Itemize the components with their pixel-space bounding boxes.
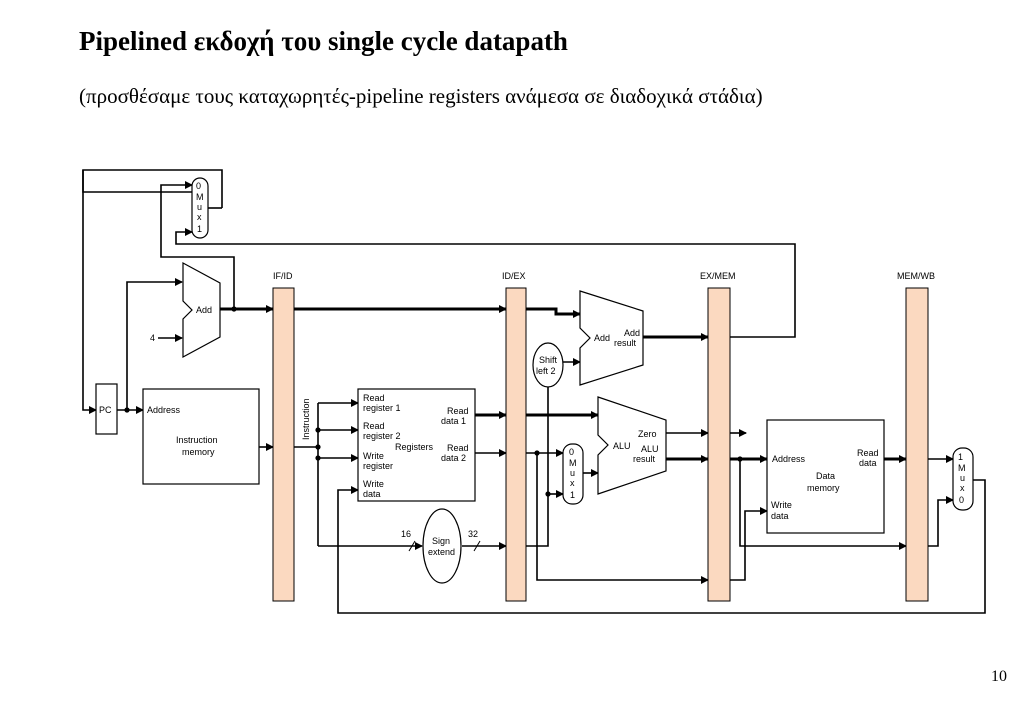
dmem-label-2: memory: [807, 483, 840, 493]
pipe-reg-label-mem-wb: MEM/WB: [897, 271, 935, 281]
program-counter: PC: [95, 383, 118, 435]
shift-left-2: Shift left 2: [532, 342, 564, 388]
alu-mux-u: u: [570, 468, 575, 478]
pipe-reg-label-ex-mem: EX/MEM: [700, 271, 736, 281]
alu-mux-x: x: [570, 478, 575, 488]
reg-read-register1-label2: register 1: [363, 403, 401, 413]
alu-result-label2: result: [633, 454, 656, 464]
reg-read-data1-label2: data 1: [441, 416, 466, 426]
if-adder: Add: [182, 261, 221, 359]
register-file: Read register 1 Read register 2 Write re…: [357, 388, 476, 502]
reg-read-data2-label: Read: [447, 443, 469, 453]
data-memory: Address Data memory Read data Write data: [766, 419, 885, 534]
pc-mux-in0: 0: [196, 181, 201, 191]
wb-mux: 1 M u x 0: [952, 447, 974, 511]
ex-adder-label: Add: [594, 333, 610, 343]
pipe-reg-label-id-ex: ID/EX: [502, 271, 526, 281]
reg-write-register-label: Write: [363, 451, 384, 461]
dmem-write-data-label: Write: [771, 500, 792, 510]
ex-adder-result-label: Add: [624, 328, 640, 338]
imem-address-label: Address: [147, 405, 181, 415]
sign-extend: Sign extend 16 32: [401, 508, 481, 584]
sign-extend-bits-out: 32: [468, 529, 478, 539]
dmem-write-data-label2: data: [771, 511, 789, 521]
pipeline-register-if-id: IF/ID: [272, 271, 295, 602]
pipe-reg-bar-id-ex: [505, 287, 527, 602]
pipe-reg-label-if-id: IF/ID: [273, 271, 293, 281]
alu-mux-m: M: [569, 458, 577, 468]
pc-mux-u: u: [197, 202, 202, 212]
pc-mux: 0 M u x 1: [191, 177, 209, 239]
sign-extend-label: Sign: [432, 536, 450, 546]
dmem-read-data-label2: data: [859, 458, 877, 468]
pc-mux-in1: 1: [197, 224, 202, 234]
wires: [82, 169, 986, 614]
imem-label-2: memory: [182, 447, 215, 457]
alu-mux-in0: 0: [569, 447, 574, 457]
pc-label: PC: [99, 405, 112, 415]
pipe-reg-bar-ex-mem: [707, 287, 731, 602]
sign-extend-label2: extend: [428, 547, 455, 557]
pipe-reg-bar-if-id: [272, 287, 295, 602]
alu-label: ALU: [613, 441, 631, 451]
reg-write-data-label2: data: [363, 489, 381, 499]
reg-read-data1-label: Read: [447, 406, 469, 416]
wb-mux-in0: 0: [959, 495, 964, 505]
pc-mux-x: x: [197, 212, 202, 222]
instruction-bus-label: Instruction: [301, 398, 311, 440]
alu-zero-label: Zero: [638, 429, 657, 439]
wire-junctions: [124, 306, 743, 497]
wb-mux-u: u: [960, 473, 965, 483]
imem-label-1: Instruction: [176, 435, 218, 445]
reg-read-register2-label: Read: [363, 421, 385, 431]
ex-adder: Add Add result: [579, 290, 644, 386]
alu-mux-in1: 1: [570, 490, 575, 500]
pipeline-register-ex-mem: EX/MEM: [700, 271, 736, 602]
shift-left-label2: left 2: [536, 366, 556, 376]
dmem-address-label: Address: [772, 454, 806, 464]
page-subtitle: (προσθέσαμε τους καταχωρητές-pipeline re…: [79, 84, 763, 108]
registers-label: Registers: [395, 442, 434, 452]
if-adder-label: Add: [196, 305, 212, 315]
wb-mux-m: M: [958, 463, 966, 473]
instruction-memory: Address Instruction memory: [142, 388, 260, 485]
pc-mux-m: M: [196, 192, 204, 202]
pc-input-wire: [82, 170, 97, 414]
reg-read-register1-label: Read: [363, 393, 385, 403]
constant-four: 4: [150, 333, 155, 343]
page-number: 10: [991, 668, 1007, 685]
wb-mux-x: x: [960, 483, 965, 493]
reg-read-data2-label2: data 2: [441, 453, 466, 463]
reg-read-register2-label2: register 2: [363, 431, 401, 441]
pipeline-register-mem-wb: MEM/WB: [897, 271, 935, 602]
alu-result-label: ALU: [641, 444, 659, 454]
wb-mux-in1: 1: [958, 452, 963, 462]
page-title: Pipelined εκδοχή του single cycle datapa…: [79, 26, 568, 56]
sign-extend-bits-in: 16: [401, 529, 411, 539]
pipeline-register-id-ex: ID/EX: [502, 271, 527, 602]
reg-write-data-label: Write: [363, 479, 384, 489]
alu: ALU Zero ALU result: [597, 396, 667, 495]
alu-mux: 0 M u x 1: [562, 443, 584, 505]
dmem-read-data-label: Read: [857, 448, 879, 458]
dmem-label-1: Data: [816, 471, 835, 481]
ex-adder-result-label2: result: [614, 338, 637, 348]
pipe-reg-bar-mem-wb: [905, 287, 929, 602]
reg-write-register-label2: register: [363, 461, 393, 471]
shift-left-label: Shift: [539, 355, 558, 365]
